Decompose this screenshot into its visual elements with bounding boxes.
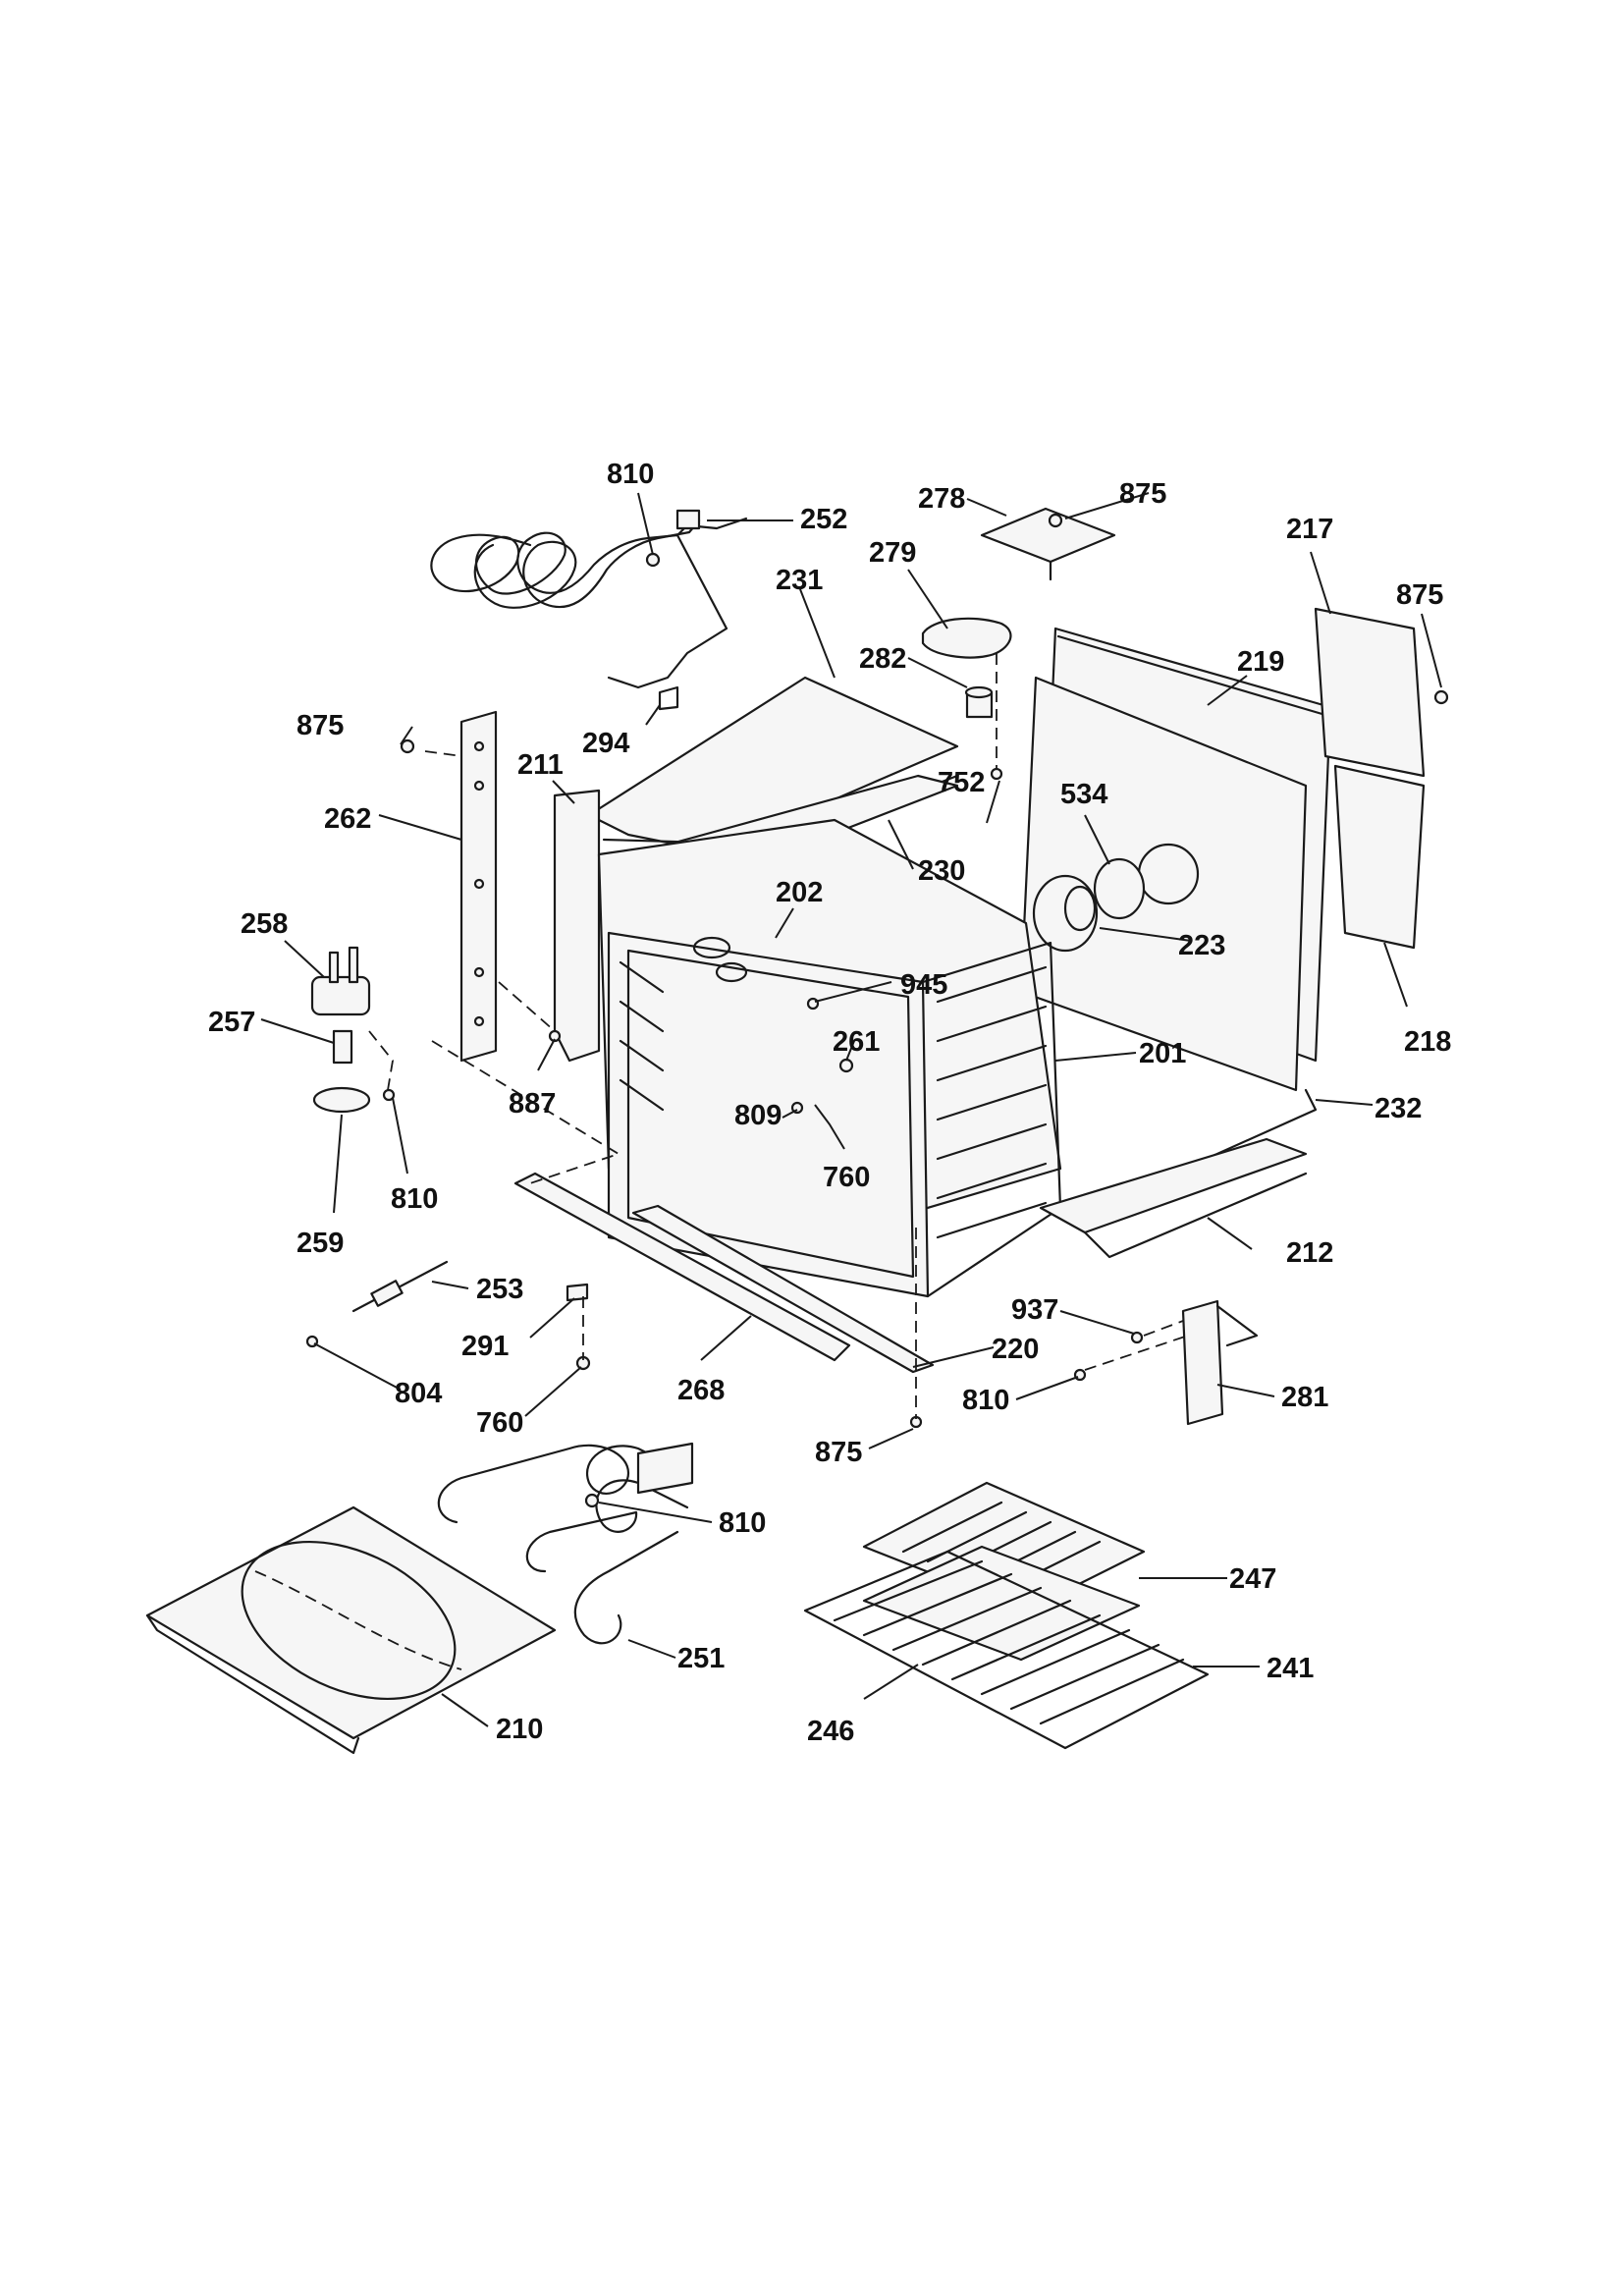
label-937: 937 (1011, 1294, 1058, 1326)
label-241: 241 (1267, 1653, 1314, 1684)
terminal-block-258 (310, 946, 371, 1016)
screw-810a-icon (645, 552, 661, 568)
light-socket-282 (964, 685, 994, 719)
label-534: 534 (1060, 779, 1107, 810)
label-291: 291 (461, 1331, 509, 1362)
screw-875c-icon (400, 738, 415, 754)
hinge-281 (1181, 1299, 1259, 1426)
screw-810d-icon (584, 1493, 600, 1508)
label-230: 230 (918, 855, 965, 887)
label-875-left: 875 (297, 710, 344, 741)
label-220: 220 (992, 1334, 1039, 1365)
label-259: 259 (297, 1228, 344, 1259)
bottom-trim-220 (631, 1204, 935, 1374)
screw-752-icon (990, 767, 1003, 781)
label-875-right: 875 (1396, 579, 1443, 611)
clip-291 (566, 1283, 589, 1302)
oven-rack-241 (803, 1550, 1210, 1750)
door-210 (145, 1505, 557, 1755)
leader-lines (260, 492, 1442, 1727)
screw-945-icon (806, 997, 820, 1011)
label-760-lower: 760 (476, 1407, 523, 1439)
label-760-center: 760 (823, 1162, 870, 1193)
cover-217 (1314, 607, 1426, 778)
label-279: 279 (869, 537, 916, 569)
side-rail-262 (459, 710, 498, 1063)
label-809: 809 (734, 1100, 782, 1131)
label-232: 232 (1375, 1093, 1422, 1124)
probe-253 (351, 1260, 449, 1313)
front-trim-268 (513, 1172, 851, 1362)
broil-pan-246 (862, 1545, 1141, 1662)
label-231: 231 (776, 565, 823, 596)
cover-218 (1333, 764, 1426, 950)
back-panel-219 (1019, 627, 1332, 1092)
clip-294 (658, 685, 679, 711)
label-281: 281 (1281, 1382, 1328, 1413)
label-210: 210 (496, 1714, 543, 1745)
label-247: 247 (1229, 1563, 1276, 1595)
side-plate-211 (553, 789, 601, 1063)
label-246: 246 (807, 1716, 854, 1747)
label-282: 282 (859, 643, 906, 675)
label-945: 945 (900, 969, 947, 1001)
label-810-bake: 810 (719, 1507, 766, 1539)
light-lens-279 (921, 617, 1012, 659)
label-887: 887 (509, 1088, 556, 1120)
sensor-261-icon (838, 1058, 854, 1073)
screw-810b-icon (382, 1088, 396, 1102)
label-875-top: 875 (1119, 478, 1166, 510)
label-810-top: 810 (607, 459, 654, 490)
label-810-lower: 810 (962, 1385, 1009, 1416)
bottom-panel-212 (1039, 1137, 1308, 1259)
label-262: 262 (324, 803, 371, 835)
label-257: 257 (208, 1007, 255, 1038)
label-261: 261 (833, 1026, 880, 1058)
label-211: 211 (517, 749, 564, 781)
label-218: 218 (1404, 1026, 1451, 1058)
label-252: 252 (800, 504, 847, 535)
label-804: 804 (395, 1378, 442, 1409)
label-217: 217 (1286, 514, 1333, 545)
label-212: 212 (1286, 1237, 1333, 1269)
top-cover-278 (980, 507, 1116, 581)
cup-259 (312, 1086, 371, 1114)
label-752: 752 (938, 767, 985, 798)
bake-element-251 (437, 1442, 694, 1645)
label-253: 253 (476, 1274, 523, 1305)
screw-875b-icon (1433, 689, 1449, 705)
label-278: 278 (918, 483, 965, 515)
screw-937-icon (1130, 1331, 1144, 1344)
label-251: 251 (677, 1643, 725, 1674)
label-294: 294 (582, 728, 629, 759)
label-201: 201 (1139, 1038, 1186, 1069)
oven-cavity-201 (597, 818, 1062, 1298)
fan-housing-223 (1032, 874, 1099, 953)
broil-element-252 (430, 509, 748, 689)
label-258: 258 (241, 908, 288, 940)
bushing-257 (332, 1029, 353, 1065)
fan-blade-534 (1093, 857, 1146, 920)
label-223: 223 (1178, 930, 1225, 961)
label-219: 219 (1237, 646, 1284, 678)
label-875-lower: 875 (815, 1437, 862, 1468)
screw-875a-icon (1048, 513, 1063, 528)
label-268: 268 (677, 1375, 725, 1406)
label-810-left: 810 (391, 1183, 438, 1215)
label-202: 202 (776, 877, 823, 908)
